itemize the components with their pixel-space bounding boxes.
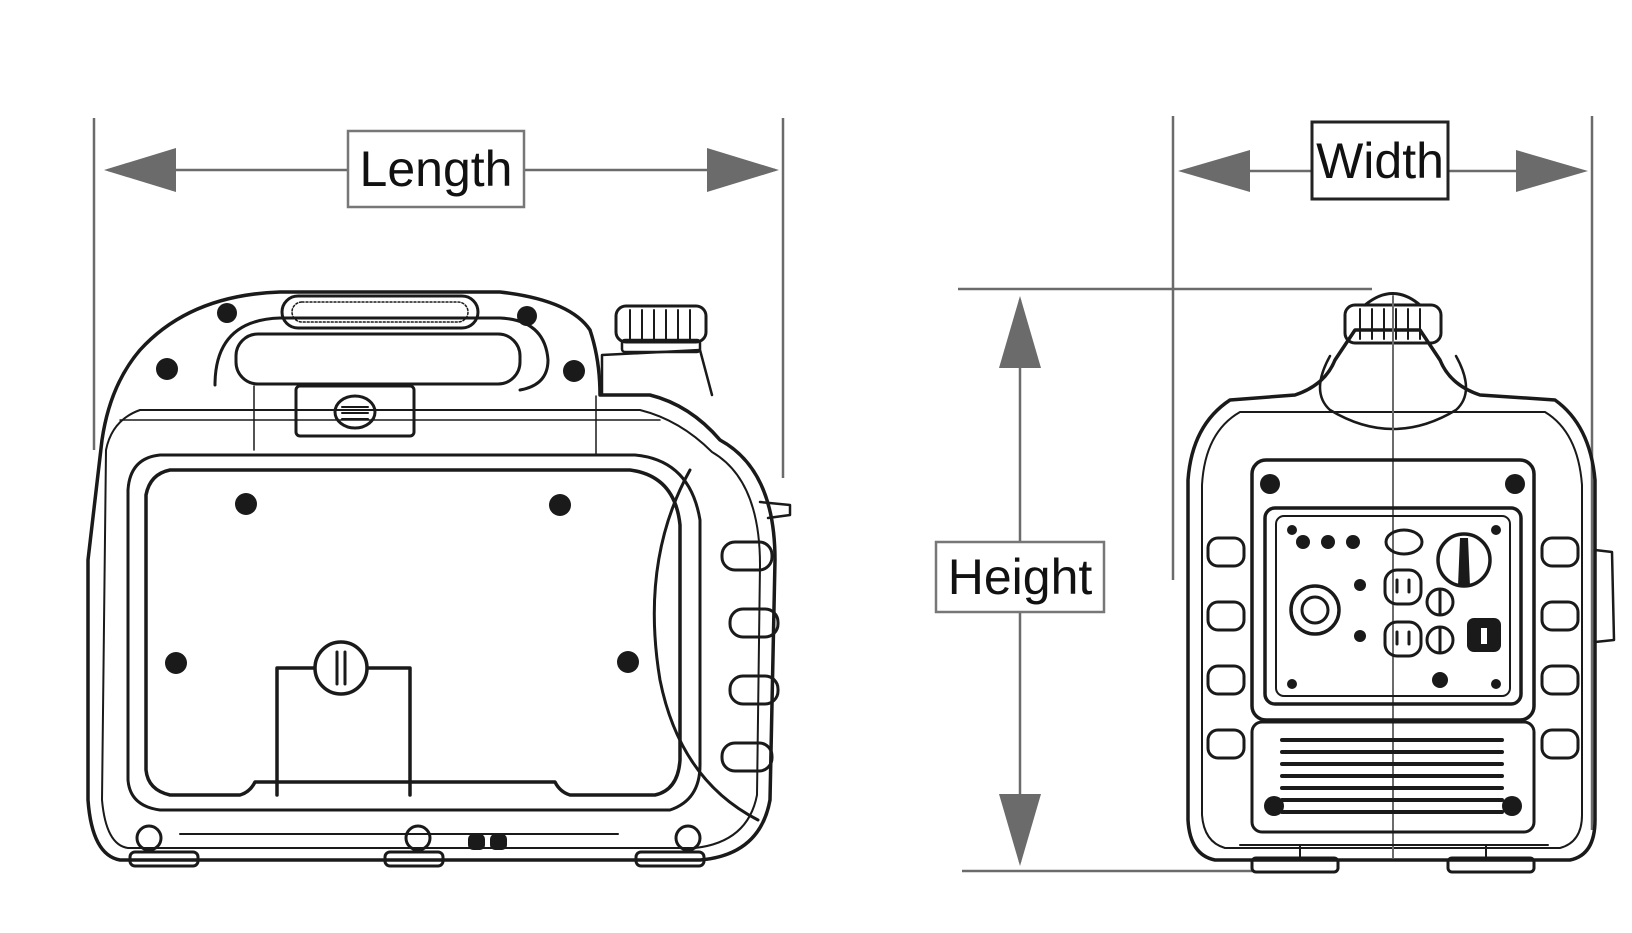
front-panel-screw-1 bbox=[1287, 525, 1297, 535]
height-arrow-bottom bbox=[999, 794, 1041, 866]
generator-side-view bbox=[86, 290, 792, 868]
width-arrow-left bbox=[1178, 150, 1250, 192]
side-latch-knob-lines bbox=[341, 406, 369, 420]
side-bottom-bolt-right bbox=[674, 824, 702, 852]
front-left-vent-slots bbox=[1206, 536, 1246, 760]
front-control-panel-inner bbox=[1275, 515, 1511, 697]
front-control-panel bbox=[1263, 506, 1523, 706]
front-exhaust-screw-1 bbox=[1264, 796, 1284, 816]
width-label: Width bbox=[1316, 133, 1444, 189]
side-handle-screw-1 bbox=[217, 303, 237, 323]
front-frame-screw-2 bbox=[1505, 474, 1525, 494]
side-handle-screw-4 bbox=[563, 360, 585, 382]
front-exhaust-frame bbox=[1250, 720, 1536, 834]
length-arrow-left bbox=[104, 148, 176, 192]
front-indicator-light-3 bbox=[1346, 535, 1360, 549]
height-arrow-top bbox=[999, 296, 1041, 368]
front-panel-frame bbox=[1250, 458, 1536, 722]
front-eco-switch bbox=[1384, 528, 1424, 556]
side-panel-inner bbox=[144, 468, 682, 797]
front-exhaust-grille bbox=[1280, 738, 1504, 814]
length-label: Length bbox=[360, 141, 513, 197]
length-label-box bbox=[346, 129, 526, 209]
front-indicator-light-1 bbox=[1296, 535, 1310, 549]
side-handle-grip-texture bbox=[291, 301, 469, 323]
front-bottom-rail bbox=[1239, 844, 1549, 859]
front-indicator-light-2 bbox=[1321, 535, 1335, 549]
front-panel-screw-2 bbox=[1491, 525, 1501, 535]
front-ac-outlet-2 bbox=[1383, 620, 1423, 658]
front-usb-port-slot bbox=[1481, 628, 1487, 644]
side-cover-knob-slot bbox=[335, 650, 347, 686]
side-panel-frame bbox=[126, 453, 702, 812]
side-panel-screw-4 bbox=[617, 651, 639, 673]
front-outlet-indicator-1 bbox=[1354, 579, 1366, 591]
side-vent-slots bbox=[720, 540, 780, 773]
front-exhaust-screw-2 bbox=[1502, 796, 1522, 816]
front-outlet-indicator-2 bbox=[1354, 630, 1366, 642]
height-label: Height bbox=[948, 549, 1093, 605]
side-vent-arc bbox=[652, 468, 760, 822]
side-body-outline bbox=[86, 290, 777, 862]
generator-front-view bbox=[1186, 292, 1616, 874]
side-handle-screw-3 bbox=[156, 358, 178, 380]
front-twist-lock-inner bbox=[1300, 595, 1330, 625]
side-body-inner-outline bbox=[101, 409, 761, 849]
side-bottom-bolt-middle bbox=[404, 824, 432, 852]
width-label-box bbox=[1310, 120, 1450, 201]
side-cover-knob bbox=[313, 640, 369, 696]
side-fuel-neck bbox=[600, 348, 714, 397]
side-handle-opening bbox=[234, 332, 522, 386]
side-panel-screw-3 bbox=[165, 652, 187, 674]
front-fuel-cap-top bbox=[1363, 292, 1422, 307]
height-label-box bbox=[934, 540, 1106, 614]
side-fuel-cap bbox=[614, 304, 708, 344]
front-fuel-cap-ribs bbox=[1359, 308, 1421, 340]
side-latch-knob bbox=[333, 394, 377, 430]
side-panel-screw-1 bbox=[235, 493, 257, 515]
side-rear-tab bbox=[758, 500, 792, 520]
side-bottom-clip-1 bbox=[468, 834, 485, 850]
side-bottom-clip-2 bbox=[490, 834, 507, 850]
side-bottom-bolt-left bbox=[135, 824, 163, 852]
front-ground-terminal bbox=[1432, 672, 1448, 688]
length-arrow-right bbox=[707, 148, 779, 192]
front-side-tab bbox=[1593, 548, 1616, 644]
front-panel-screw-4 bbox=[1491, 679, 1501, 689]
side-fuel-cap-base bbox=[620, 338, 702, 354]
width-arrow-right bbox=[1516, 150, 1588, 192]
side-top-latch bbox=[294, 384, 416, 438]
front-ac-outlet-prongs bbox=[1395, 578, 1411, 646]
front-ac-outlet-1 bbox=[1383, 568, 1423, 606]
side-handle-grip bbox=[280, 294, 480, 330]
front-panel-screw-3 bbox=[1287, 679, 1297, 689]
side-panel-screw-2 bbox=[549, 494, 571, 516]
front-engine-switch-knob bbox=[1458, 538, 1470, 586]
side-handle-screw-2 bbox=[517, 306, 537, 326]
front-body-inner bbox=[1201, 411, 1583, 849]
front-right-vent-slots bbox=[1540, 536, 1580, 760]
side-fuel-cap-ribs bbox=[629, 309, 691, 341]
front-twist-lock-outlet bbox=[1289, 584, 1341, 636]
front-frame-screw-1 bbox=[1260, 474, 1280, 494]
